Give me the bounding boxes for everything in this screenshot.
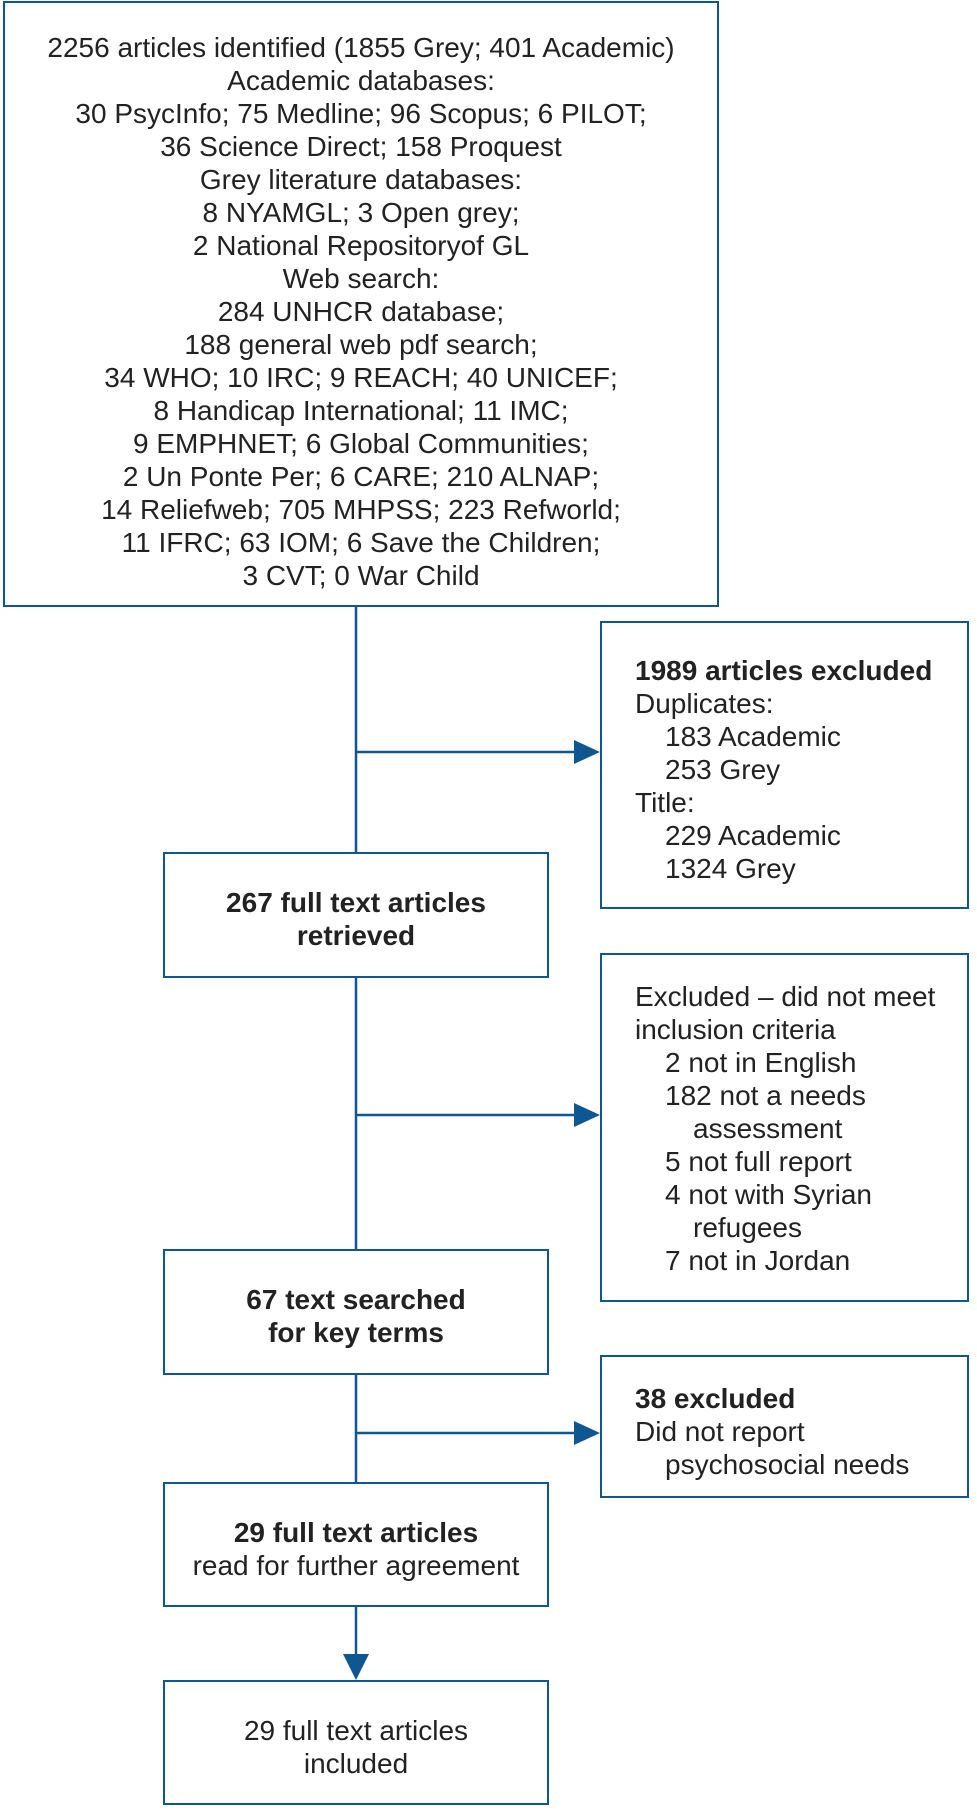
identified-line: 3 CVT; 0 War Child xyxy=(242,560,480,591)
articles-included-box: 29 full text articles included xyxy=(163,1680,549,1805)
arrowhead-included xyxy=(343,1654,369,1680)
criteria-heading-2: inclusion criteria xyxy=(635,1014,836,1045)
duplicates-academic: 183 Academic xyxy=(665,721,841,752)
text-searched-box: 67 text searched for key terms xyxy=(163,1249,549,1375)
reason-item: 182 not a needs xyxy=(665,1080,866,1111)
identified-line: 11 IFRC; 63 IOM; 6 Save the Children; xyxy=(121,527,601,558)
duplicates-label: Duplicates: xyxy=(635,688,774,719)
reason-item: 7 not in Jordan xyxy=(665,1245,851,1276)
read-line-1: 29 full text articles xyxy=(233,1517,479,1548)
read-for-agreement-box: 29 full text articles read for further a… xyxy=(163,1482,549,1607)
articles-identified-box: 2256 articles identified (1855 Grey; 401… xyxy=(3,1,719,607)
reason-item: 5 not full report xyxy=(665,1146,852,1177)
identified-line: Grey literature databases: xyxy=(199,164,523,195)
arrowhead-excluded-2 xyxy=(574,1103,600,1127)
identified-line: 188 general web pdf search; xyxy=(184,329,538,360)
title-label: Title: xyxy=(635,787,695,818)
identified-line: 30 PsycInfo; 75 Medline; 96 Scopus; 6 PI… xyxy=(75,98,647,129)
read-line-2: read for further agreement xyxy=(192,1550,520,1581)
identified-line: 34 WHO; 10 IRC; 9 REACH; 40 UNICEF; xyxy=(104,362,618,393)
identified-line: 2 Un Ponte Per; 6 CARE; 210 ALNAP; xyxy=(122,461,600,492)
articles-excluded-box: 1989 articles excluded Duplicates: 183 A… xyxy=(600,621,969,909)
excluded-3-line-2: psychosocial needs xyxy=(665,1449,910,1480)
identified-line: 2256 articles identified (1855 Grey; 401… xyxy=(47,32,675,63)
excluded-3-line-1: Did not report xyxy=(635,1416,805,1447)
arrowhead-excluded-3 xyxy=(574,1421,600,1445)
reason-item: 2 not in English xyxy=(665,1047,857,1078)
searched-line-1: 67 text searched xyxy=(246,1284,466,1315)
arrowhead-excluded-1 xyxy=(574,740,600,764)
excluded-3-title: 38 excluded xyxy=(635,1383,796,1414)
psychosocial-excluded-box: 38 excluded Did not report psychosocial … xyxy=(600,1355,969,1498)
reason-item-continued: assessment xyxy=(693,1113,843,1144)
reason-item: 4 not with Syrian xyxy=(665,1179,872,1210)
included-line-1: 29 full text articles xyxy=(243,1715,469,1746)
excluded-title: 1989 articles excluded xyxy=(635,655,933,686)
identified-line: Web search: xyxy=(282,263,440,294)
title-grey: 1324 Grey xyxy=(665,853,796,884)
identified-line: 36 Science Direct; 158 Proquest xyxy=(160,131,562,162)
searched-line-2: for key terms xyxy=(268,1317,444,1348)
inclusion-criteria-excluded-box: Excluded – did not meet inclusion criter… xyxy=(600,953,969,1302)
criteria-heading-1: Excluded – did not meet xyxy=(635,981,936,1012)
identified-line: 8 Handicap International; 11 IMC; xyxy=(153,395,569,426)
identified-line: 14 Reliefweb; 705 MHPSS; 223 Refworld; xyxy=(101,494,621,525)
included-line-2: included xyxy=(303,1748,409,1779)
identified-line: 9 EMPHNET; 6 Global Communities; xyxy=(133,428,589,459)
reason-item-continued: refugees xyxy=(693,1212,802,1243)
identified-line: 8 NYAMGL; 3 Open grey; xyxy=(202,197,520,228)
identified-line: Academic databases: xyxy=(227,65,495,96)
full-text-retrieved-box: 267 full text articles retrieved xyxy=(163,852,549,978)
retrieved-line-2: retrieved xyxy=(296,920,416,951)
title-academic: 229 Academic xyxy=(665,820,841,851)
retrieved-line-1: 267 full text articles xyxy=(226,887,486,918)
identified-line: 2 National Repositoryof GL xyxy=(192,230,530,261)
identified-line: 284 UNHCR database; xyxy=(217,296,505,327)
duplicates-grey: 253 Grey xyxy=(665,754,781,785)
